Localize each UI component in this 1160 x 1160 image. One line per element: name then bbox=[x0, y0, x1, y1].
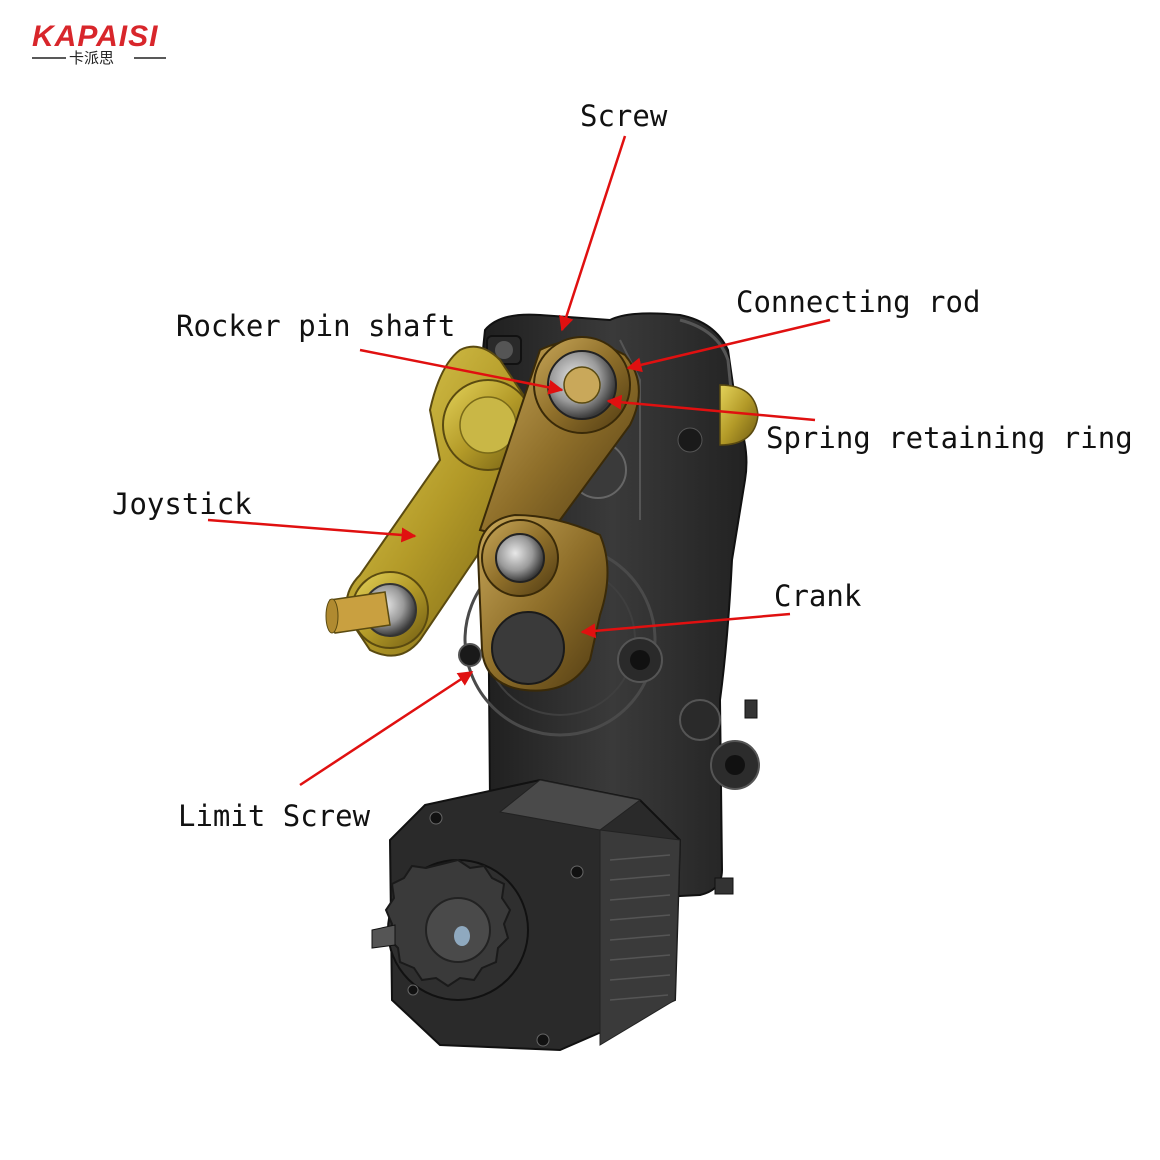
label-rocker-pin-shaft: Rocker pin shaft bbox=[176, 309, 455, 343]
arrow-rocker-pin-shaft bbox=[359, 348, 564, 395]
arrow-spring-retaining-ring bbox=[606, 394, 816, 422]
stepper-motor bbox=[371, 778, 682, 1052]
brand-wordmark: KAPAISI bbox=[32, 20, 158, 53]
label-joystick: Joystick bbox=[112, 487, 252, 521]
label-crank: Crank bbox=[774, 579, 862, 613]
brand-logo: KAPAISI 卡派思 bbox=[32, 20, 166, 67]
brand-subtitle: 卡派思 bbox=[69, 49, 114, 67]
arrow-limit-screw bbox=[299, 670, 474, 787]
label-limit-screw: Limit Screw bbox=[178, 799, 371, 833]
joystick-arm bbox=[325, 345, 544, 657]
connecting-rod bbox=[478, 336, 640, 542]
arrow-screw bbox=[559, 135, 627, 332]
callout-arrows bbox=[207, 135, 831, 787]
arrow-connecting-rod bbox=[626, 318, 831, 373]
label-spring-retaining-ring: Spring retaining ring bbox=[766, 421, 1133, 455]
arrow-crank bbox=[580, 612, 791, 639]
crank-part bbox=[476, 513, 609, 692]
label-screw: Screw bbox=[580, 99, 668, 133]
arrow-joystick bbox=[207, 518, 417, 543]
limit-screw-part bbox=[458, 643, 482, 667]
label-connecting-rod: Connecting rod bbox=[736, 285, 980, 319]
